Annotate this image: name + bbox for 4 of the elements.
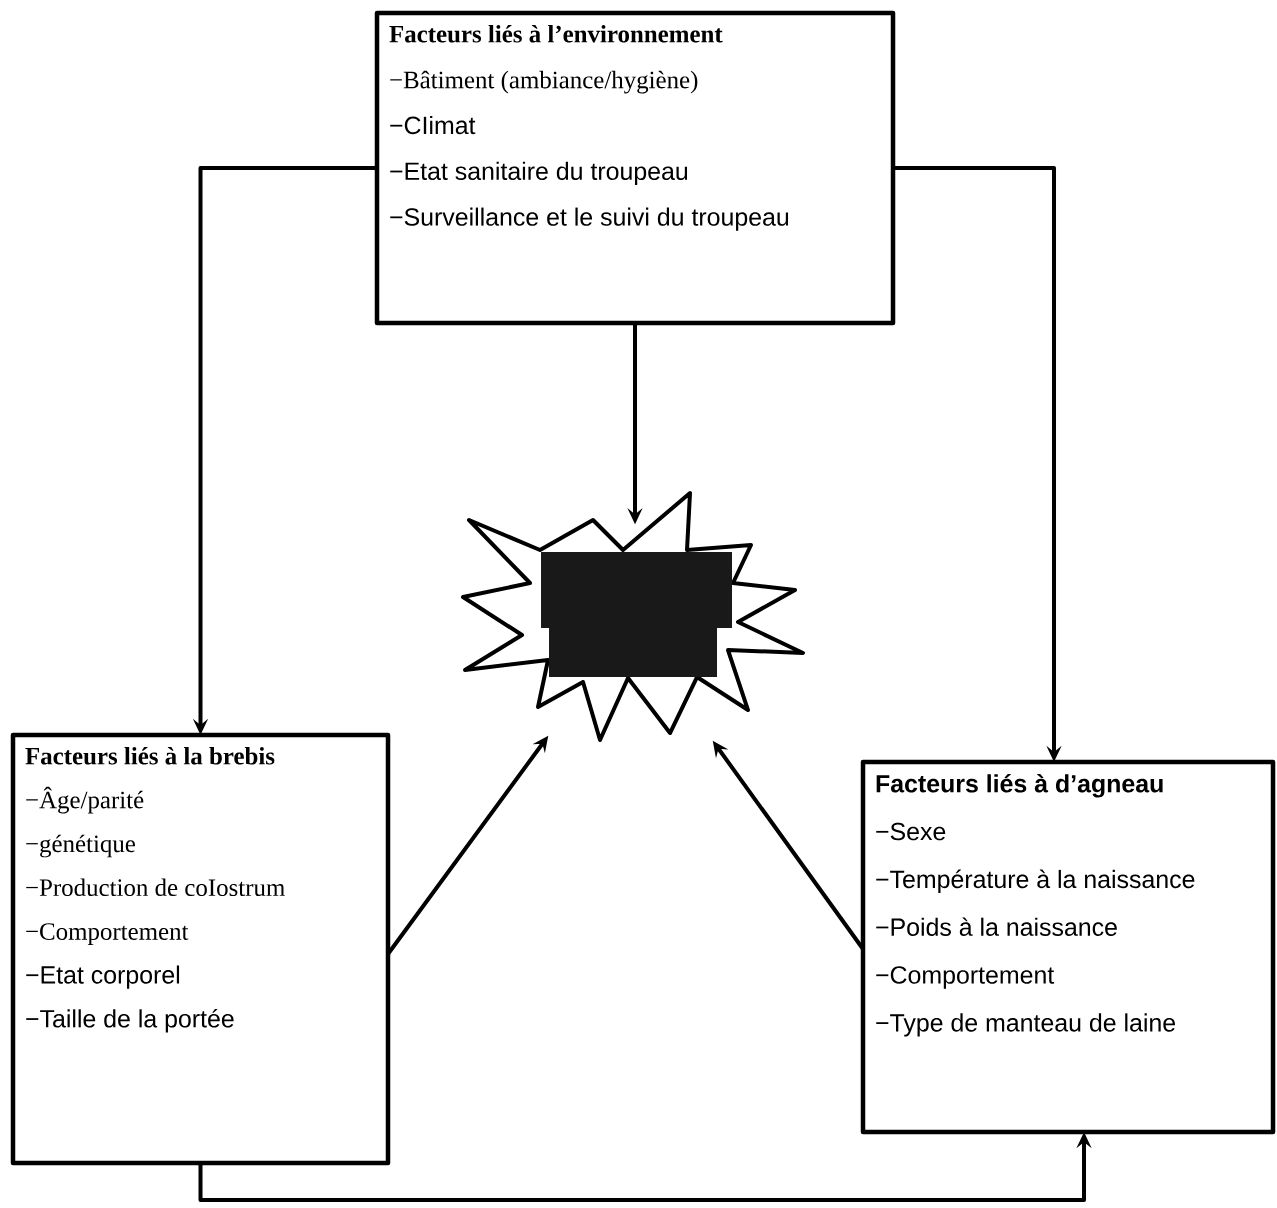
factor-box: Facteurs liés à la brebis −Âge/parité −génétique −Production de coIostrum −Comportement −Etat corporel −Taille de la portée xyxy=(10,732,391,1166)
factor-box: Facteurs liés à d’agneau −Sexe −Température à la naissance −Poids à la naissance −Comportement −Type de manteau de laine xyxy=(860,759,1276,1135)
starburst-drawing xyxy=(461,491,805,742)
factor-box: Facteurs liés à l’environnement −Bâtiment (ambiance/hygiène) −CIimat −Etat sanitaire du troupeau −Surveillance et le suivi du troupeau xyxy=(374,10,896,326)
